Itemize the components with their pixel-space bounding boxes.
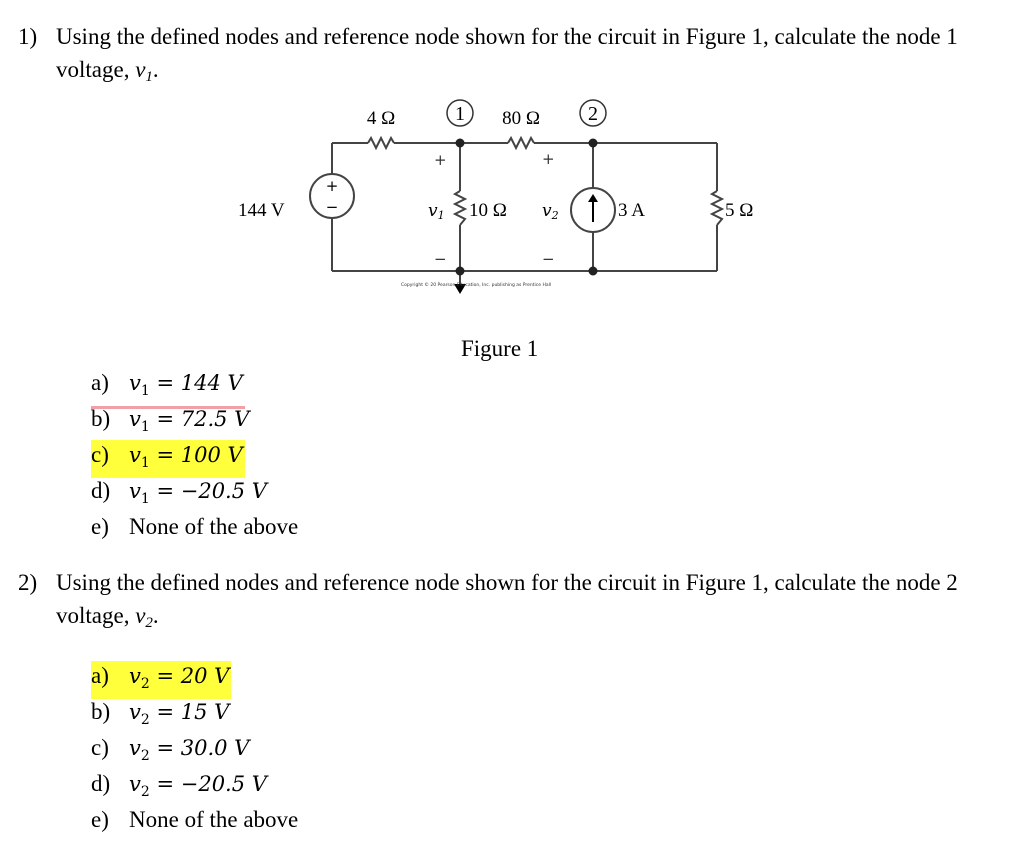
question-2-period: .: [152, 603, 159, 628]
resistor-4-ohm-label: 4 Ω: [367, 108, 395, 129]
q2-option-b[interactable]: b)v2 = 15 V: [91, 699, 230, 728]
svg-text:+: +: [434, 151, 447, 169]
resistor-5-ohm-label: 5 Ω: [725, 200, 753, 221]
svg-text:2: 2: [588, 103, 598, 125]
node-1-marker: [446, 99, 474, 127]
resistor-10-ohm-icon: [452, 190, 468, 226]
q1-option-d[interactable]: d)v1 = −20.5 V: [91, 478, 267, 507]
node-dot: [588, 266, 598, 276]
v2-label: v2: [542, 201, 559, 222]
question-1: 1) Using the defined nodes and reference…: [18, 20, 1008, 94]
voltage-source-label: 144 V: [238, 200, 285, 221]
q1-option-c[interactable]: c)v1 = 100 V: [91, 440, 300, 478]
question-2-options: a)v2 = 20 V b)v2 = 15 V c)v2 = 30.0 V d)…: [91, 661, 300, 841]
voltage-source-icon: [309, 173, 355, 219]
question-1-variable: v: [135, 57, 146, 82]
question-2-text: Using the defined nodes and reference no…: [56, 566, 1008, 640]
node-dot: [455, 266, 465, 276]
question-1-number: 1): [18, 24, 38, 49]
node-2-marker: [579, 99, 607, 127]
question-1-period: .: [152, 57, 159, 82]
copyright-text: Copyright © 20 Pearson Education, Inc. p…: [401, 281, 551, 288]
q1-option-a[interactable]: a)v1 = 144 V: [91, 368, 300, 409]
resistor-10-ohm-label: 10 Ω: [469, 200, 507, 221]
svg-text:+: +: [326, 177, 339, 195]
svg-text:−: −: [326, 198, 339, 216]
question-2-variable: v: [135, 603, 146, 628]
svg-text:−: −: [434, 250, 447, 268]
resistor-5-ohm-icon: [709, 190, 725, 226]
node-dot: [588, 138, 598, 148]
q2-option-a[interactable]: a)v2 = 20 V: [91, 661, 300, 699]
question-2-text-main: Using the defined nodes and reference no…: [56, 570, 958, 628]
question-1-variable-sub: 1: [145, 69, 153, 85]
current-source-label: 3 A: [618, 200, 645, 221]
resistor-80-ohm-label: 80 Ω: [502, 108, 540, 129]
figure-caption: Figure 1: [461, 336, 539, 361]
question-2: 2) Using the defined nodes and reference…: [18, 566, 1008, 640]
q2-option-d[interactable]: d)v2 = −20.5 V: [91, 771, 267, 800]
svg-text:+: +: [542, 150, 555, 168]
circuit-diagram: + − 1 2 4 Ω 80 Ω 10 Ω 5 Ω 3 A 144 V + − …: [238, 99, 753, 294]
question-2-number: 2): [18, 570, 38, 595]
svg-text:1: 1: [455, 103, 465, 125]
question-1-text-main: Using the defined nodes and reference no…: [56, 24, 958, 82]
svg-text:−: −: [542, 250, 555, 268]
node-dot: [455, 138, 465, 148]
q2-option-e[interactable]: e)None of the above: [91, 807, 299, 832]
current-arrow-icon: [588, 194, 598, 202]
q1-option-b[interactable]: b)v1 = 72.5 V: [91, 406, 250, 435]
v1-label: v1: [428, 201, 445, 222]
reference-arrow-icon: [454, 284, 466, 294]
q2-option-c[interactable]: c)v2 = 30.0 V: [91, 735, 250, 764]
question-1-text: Using the defined nodes and reference no…: [56, 20, 1008, 94]
question-1-options: a)v1 = 144 V b)v1 = 72.5 V c)v1 = 100 V …: [91, 368, 300, 548]
q1-option-e[interactable]: e)None of the above: [91, 514, 299, 539]
resistor-80-ohm-icon: [507, 135, 535, 151]
question-2-variable-sub: 2: [145, 615, 153, 631]
resistor-4-ohm-icon: [367, 135, 395, 151]
